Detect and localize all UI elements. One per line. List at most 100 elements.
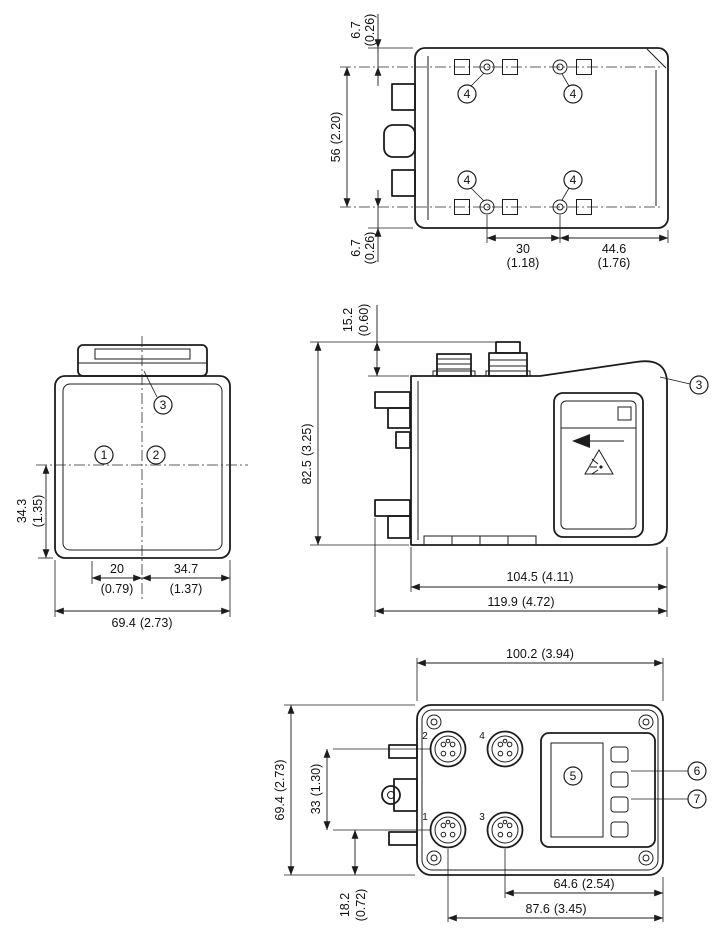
dim-30-in: (1.18) bbox=[507, 256, 540, 270]
callout-4: 4 bbox=[457, 170, 477, 190]
side-view-body bbox=[410, 360, 668, 546]
callout-circle bbox=[146, 445, 166, 465]
connector-pin bbox=[449, 750, 456, 757]
top-view-upper-bracket bbox=[391, 83, 416, 111]
callout-leader bbox=[143, 370, 158, 398]
connector-body bbox=[436, 353, 472, 377]
button[interactable] bbox=[610, 821, 629, 838]
callout-leader bbox=[561, 73, 570, 87]
dim-119-9-mm: 119.9 bbox=[487, 595, 517, 609]
screw-icon bbox=[642, 854, 650, 862]
callout-leader bbox=[659, 376, 691, 385]
connector-pin bbox=[440, 741, 447, 748]
dim-69-4-in: (2.73) bbox=[140, 616, 173, 630]
callout-leader bbox=[561, 187, 570, 201]
bottom-view-brackets bbox=[381, 744, 418, 846]
laser-ray bbox=[591, 458, 599, 465]
button[interactable] bbox=[610, 746, 629, 763]
dim-30-mm: 30 bbox=[516, 242, 530, 256]
connector-pin bbox=[497, 741, 504, 748]
button[interactable] bbox=[610, 796, 629, 813]
dim-104-5-mm: 104.5 bbox=[506, 570, 537, 584]
top-view-boss bbox=[383, 124, 416, 158]
nut-square bbox=[502, 59, 518, 75]
display-screen bbox=[550, 742, 604, 838]
connector-pin bbox=[506, 822, 513, 829]
connector-inner bbox=[434, 735, 462, 763]
dim-119-9-in: (4.72) bbox=[522, 595, 555, 609]
callout-circle bbox=[153, 395, 173, 415]
callout-label: 5 bbox=[570, 769, 577, 783]
bottom-view-inner-contour bbox=[421, 709, 659, 871]
dim-56-mm: 56 bbox=[329, 148, 343, 162]
top-view-body bbox=[414, 47, 669, 229]
screw-icon bbox=[430, 718, 438, 726]
dim-33-mm: 33 bbox=[309, 800, 323, 814]
screw-icon bbox=[430, 854, 438, 862]
dim-100-2: 100.2(3.94) bbox=[506, 647, 574, 661]
callout-4: 4 bbox=[563, 170, 583, 190]
screw-icon bbox=[552, 199, 568, 215]
dim-34-7-in: (1.37) bbox=[170, 582, 203, 596]
dim-56-in: (2.20) bbox=[329, 112, 343, 145]
dim-20-mm: 20 bbox=[110, 562, 124, 576]
connector-pin bbox=[497, 750, 504, 757]
connector-outer bbox=[429, 730, 467, 768]
connector-inner bbox=[491, 735, 519, 763]
connector-pin bbox=[440, 822, 447, 829]
dim-34-7-mm: 34.7 bbox=[174, 562, 198, 576]
connector-pin bbox=[449, 831, 456, 838]
dim-20-in: (0.79) bbox=[101, 582, 134, 596]
dim-34-3-in: (1.35) bbox=[31, 495, 45, 528]
callout-label: 7 bbox=[694, 792, 701, 806]
port-label-2: 2 bbox=[422, 731, 428, 742]
callout-circle bbox=[687, 761, 707, 781]
connector-pin bbox=[506, 750, 513, 757]
bracket-tab bbox=[388, 831, 418, 846]
clamp-slot bbox=[94, 348, 191, 360]
port-label-4: 4 bbox=[479, 731, 485, 742]
connector-key bbox=[445, 738, 451, 744]
dim-104-5: 104.5(4.11) bbox=[506, 570, 573, 584]
nut-square bbox=[502, 199, 518, 215]
callout-circle bbox=[94, 445, 114, 465]
button[interactable] bbox=[610, 771, 629, 788]
nut-square bbox=[454, 199, 470, 215]
dim-69-4: 69.4(2.73) bbox=[112, 616, 173, 630]
connector-key bbox=[445, 819, 451, 825]
screw-icon bbox=[556, 203, 564, 211]
dim-82-5-in: (3.25) bbox=[300, 424, 314, 457]
dim-69-4-bottom-in: (2.73) bbox=[273, 760, 287, 793]
dim-64-6: 64.6(2.54) bbox=[554, 877, 615, 891]
screw-icon bbox=[426, 714, 442, 730]
dim-15-2-mm: 15.2 bbox=[341, 308, 355, 332]
callout-4: 4 bbox=[457, 84, 477, 104]
laser-warning-icon bbox=[584, 449, 614, 475]
m12-connector: 4 bbox=[479, 730, 524, 768]
screw-icon bbox=[426, 850, 442, 866]
bracket bbox=[374, 391, 411, 409]
bracket-tab bbox=[395, 431, 411, 449]
mounting-hardware-top-row bbox=[454, 59, 592, 75]
bottom-view-dimensions: 100.2(3.94) 69.4(2.73) 33(1.30) 18.2 (0.… bbox=[273, 647, 664, 922]
callout-label: 6 bbox=[694, 764, 701, 778]
callout-label: 4 bbox=[464, 173, 471, 187]
callout-leader bbox=[470, 187, 485, 202]
side-view-brackets bbox=[374, 391, 411, 539]
callout-4: 4 bbox=[563, 84, 583, 104]
dim-56: 56 (2.20) bbox=[329, 112, 343, 163]
callout-2: 2 bbox=[146, 445, 166, 465]
top-view-lower-bracket bbox=[391, 169, 416, 197]
connector-inner bbox=[434, 816, 462, 844]
connector-pin bbox=[440, 750, 447, 757]
laser-ray bbox=[591, 469, 599, 475]
callout-1: 1 bbox=[94, 445, 114, 465]
callout-circle bbox=[563, 170, 583, 190]
callout-5: 5 bbox=[563, 766, 583, 786]
callout-3: 3 bbox=[689, 375, 709, 395]
display-arrow-icon bbox=[572, 434, 590, 448]
display-square-icon bbox=[617, 406, 632, 421]
front-view-dimensions: 34.3 (1.35) 20 (0.79) 34.7 (1.37) 69.4(2… bbox=[15, 464, 231, 630]
callout-circle bbox=[457, 170, 477, 190]
